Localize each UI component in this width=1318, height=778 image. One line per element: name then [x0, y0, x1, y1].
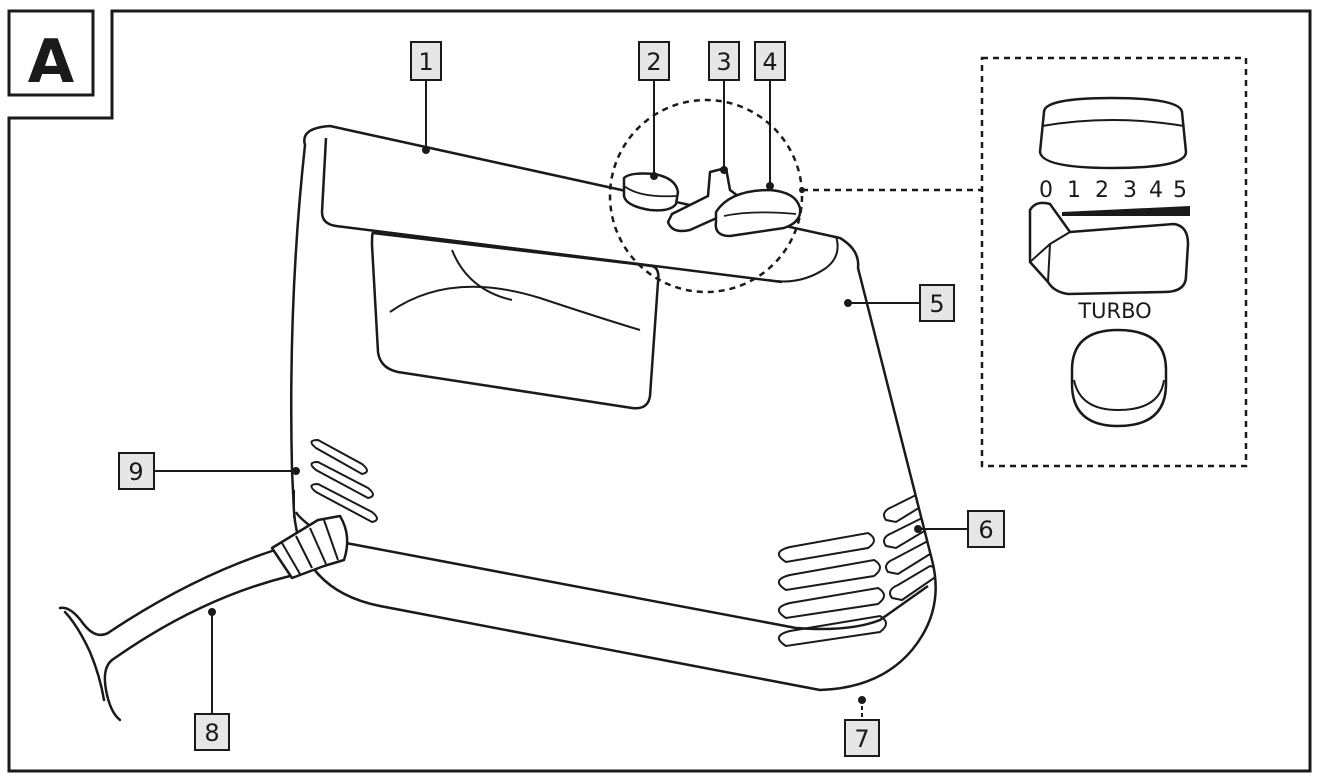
svg-text:2: 2	[646, 48, 661, 76]
svg-text:2: 2	[1095, 178, 1109, 203]
panel-label-letter: A	[28, 27, 75, 97]
svg-text:1: 1	[1067, 178, 1081, 203]
svg-text:3: 3	[1123, 178, 1137, 203]
speed-scale-labels: 0 1 2 3 4 5	[1039, 178, 1187, 203]
callout-7: 7	[844, 719, 880, 757]
detail-box	[980, 56, 1248, 468]
power-cord	[58, 549, 292, 722]
svg-text:3: 3	[716, 48, 731, 76]
rear-vents	[310, 438, 378, 524]
speed-switch-detail	[1028, 201, 1190, 296]
svg-text:4: 4	[762, 48, 777, 76]
speed-scale-wedge	[1062, 206, 1190, 216]
svg-text:1: 1	[418, 48, 433, 76]
detail-circle	[608, 98, 804, 294]
mixer-body	[289, 124, 937, 692]
svg-text:5: 5	[1173, 178, 1187, 203]
panel-label-box	[7, 9, 95, 97]
turbo-button-top	[622, 172, 680, 212]
svg-text:8: 8	[204, 719, 219, 747]
callout-2: 2	[638, 41, 670, 81]
callout-1: 1	[410, 41, 442, 81]
callout-5: 5	[919, 284, 955, 322]
callout-9: 9	[118, 452, 155, 490]
leader-lines	[154, 80, 968, 720]
outer-frame	[7, 9, 1312, 773]
callout-8: 8	[194, 713, 230, 751]
svg-text:6: 6	[978, 516, 993, 544]
cord-strain-relief	[270, 514, 349, 580]
svg-text:4: 4	[1149, 178, 1163, 203]
eject-button-detail	[1038, 96, 1188, 170]
callout-6: 6	[967, 510, 1005, 548]
turbo-button-detail	[1070, 328, 1168, 428]
svg-text:0: 0	[1039, 178, 1053, 203]
callout-4: 4	[754, 41, 786, 81]
turbo-label: TURBO	[1077, 299, 1151, 323]
callout-3: 3	[708, 41, 740, 81]
svg-text:9: 9	[128, 458, 143, 486]
svg-text:7: 7	[854, 725, 869, 753]
svg-text:5: 5	[929, 290, 944, 318]
